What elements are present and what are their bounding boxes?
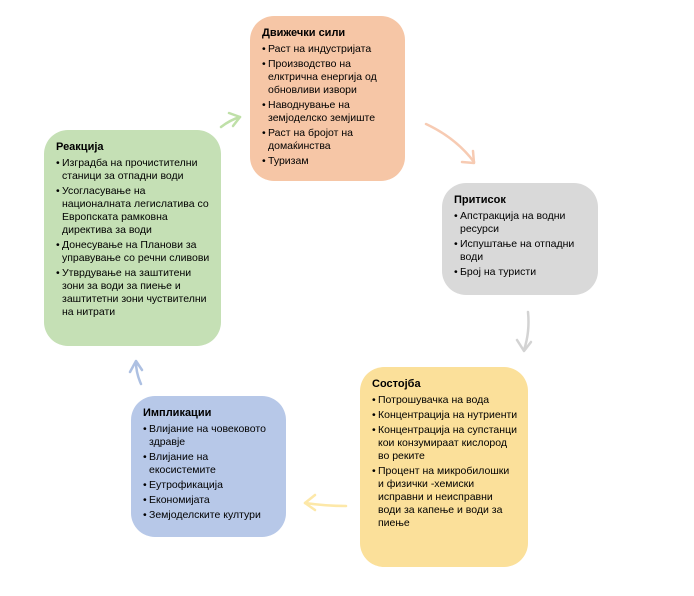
response-list: Изградба на прочистителни станици за отп… [56,157,211,319]
response-item: Донесување на Планови за управување со р… [56,239,211,265]
drivers-item: Туризам [262,155,395,168]
pressure-item: Апстракција на водни ресурси [454,210,588,236]
arrow-response-to-drivers [219,111,242,129]
state-item: Потрошувачка на вода [372,394,518,407]
drivers-item: Раст на бројот на домаќинства [262,127,395,153]
impact-item: Влијание на човековото здравје [143,423,276,449]
impact-item: Економијата [143,494,276,507]
arrow-pressure-to-state [515,310,533,353]
response-item: Усогласување на националната легислатива… [56,185,211,237]
state-list: Потрошувачка на вода Концентрација на ну… [372,394,518,530]
pressure-item: Испуштање на отпадни води [454,238,588,264]
arrow-drivers-to-pressure [424,122,476,165]
pressure-box: Притисок Апстракција на водни ресурси Ис… [442,183,598,295]
drivers-list: Раст на индустријата Производство на елк… [262,43,395,168]
pressure-list: Апстракција на водни ресурси Испуштање н… [454,210,588,279]
impact-list: Влијание на човековото здравје Влијание … [143,423,276,522]
state-item: Концентрација на супстанци кои конзумира… [372,424,518,463]
impact-item: Еутрофикација [143,479,276,492]
state-item: Процент на микробилошки и физички -хемис… [372,465,518,530]
drivers-item: Производство на елктрична енергија од об… [262,58,395,97]
response-title: Реакција [56,141,104,153]
arrow-impact-to-response [128,359,144,386]
state-title: Состојба [372,378,421,390]
impact-item: Земјоделските култури [143,509,276,522]
arrow-state-to-impact [303,493,348,512]
impact-item: Влијание на екосистемите [143,451,276,477]
drivers-item: Раст на индустријата [262,43,395,56]
drivers-item: Наводнување на земјоделско земјиште [262,99,395,125]
impact-box: Импликации Влијание на човековото здравј… [131,396,286,537]
drivers-box: Движечки сили Раст на индустријата Произ… [250,16,405,181]
pressure-item: Број на туристи [454,266,588,279]
response-box: Реакција Изградба на прочистителни стани… [44,130,221,346]
drivers-title: Движечки сили [262,27,346,39]
state-box: Состојба Потрошувачка на вода Концентрац… [360,367,528,567]
response-item: Утврдување на заштитени зони за води за … [56,267,211,319]
response-item: Изградба на прочистителни станици за отп… [56,157,211,183]
pressure-title: Притисок [454,194,506,206]
state-item: Концентрација на нутриенти [372,409,518,422]
impact-title: Импликации [143,407,212,419]
